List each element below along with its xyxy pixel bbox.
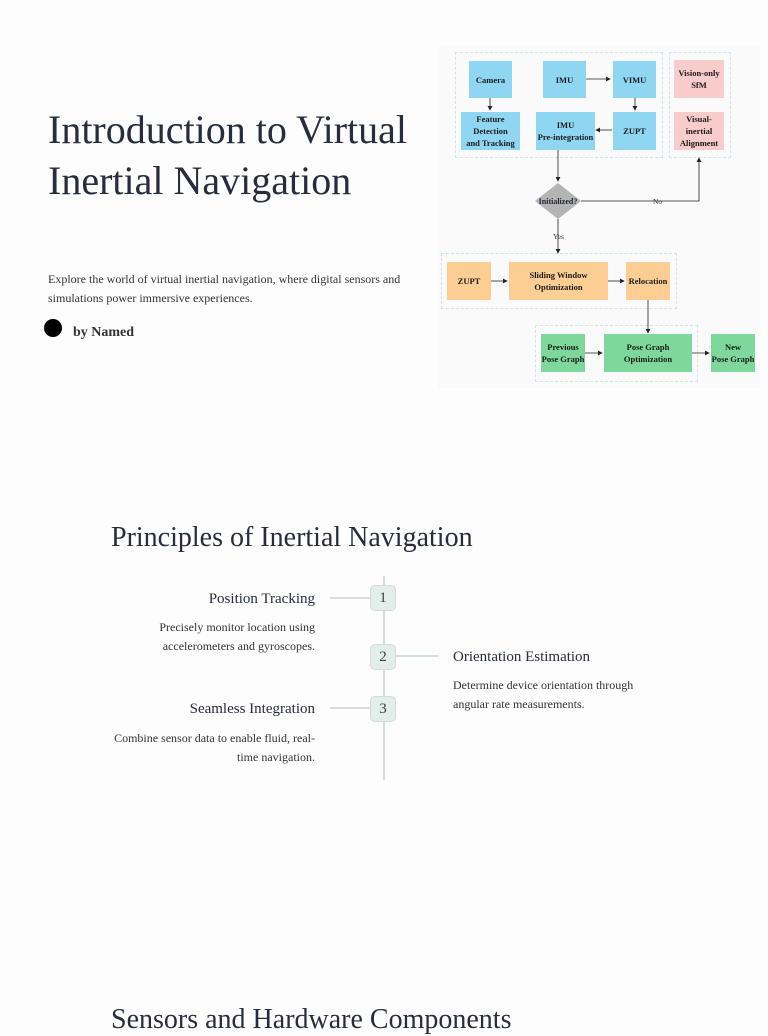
zupt-mid-node: ZUPT <box>447 262 491 300</box>
sensors-section-title: Sensors and Hardware Components <box>111 1004 512 1035</box>
timeline-item-heading: Position Tracking <box>208 591 315 607</box>
avatar <box>44 319 62 337</box>
previous-pose-graph-node: Previous Pose Graph <box>541 334 585 372</box>
frontend-group <box>455 52 663 158</box>
timeline-item-heading: Seamless Integration <box>189 701 315 717</box>
timeline-connector <box>330 707 370 709</box>
author-byline: by Named <box>44 316 134 340</box>
vins-flowchart-diagram: Camera IMU VIMU Vision-only SfM Feature … <box>438 46 760 388</box>
timeline-item-text: Combine sensor data to enable fluid, rea… <box>114 731 315 764</box>
feature-detection-node: Feature Detection and Tracking <box>461 112 520 150</box>
author-name: by Named <box>73 325 135 340</box>
vision-sfm-node: Vision-only SfM <box>674 60 724 98</box>
imu-node: IMU <box>543 61 586 98</box>
pose-graph-optimization-node: Pose Graph Optimization <box>604 334 692 372</box>
sliding-window-node: Sliding Window Optimization <box>509 262 608 300</box>
decision-label: Initialized? <box>538 196 578 206</box>
visual-inertial-alignment-node: Visual-inertial Alignment <box>674 112 724 150</box>
principles-section-title: Principles of Inertial Navigation <box>111 522 473 553</box>
initialized-decision-node: Initialized? <box>535 183 581 219</box>
timeline-item-heading: Orientation Estimation <box>453 649 591 665</box>
flowchart-arrows <box>487 76 710 356</box>
timeline-step-badge: 1 <box>370 585 396 611</box>
timeline-step-badge: 2 <box>370 644 396 670</box>
relocation-node: Relocation <box>626 262 670 300</box>
camera-node: Camera <box>469 61 512 98</box>
timeline-item-text: Determine device orientation through ang… <box>453 678 634 711</box>
new-pose-graph-node: New Pose Graph <box>711 334 755 372</box>
loop-closure-group <box>535 325 698 382</box>
timeline-item-text: Precisely monitor location using acceler… <box>159 620 315 653</box>
no-label: No <box>653 197 663 206</box>
timeline-connector <box>396 655 438 657</box>
vimu-node: VIMU <box>613 61 656 98</box>
timeline-line <box>383 576 385 780</box>
yes-label: Yes <box>553 232 564 241</box>
timeline-step-badge: 3 <box>370 696 396 722</box>
page-title: Introduction to Virtual Inertial Navigat… <box>48 107 408 203</box>
imu-preintegration-node: IMU Pre-integration <box>536 112 595 150</box>
timeline-connector <box>330 597 370 599</box>
zupt-top-node: ZUPT <box>613 112 656 150</box>
hero-description: Explore the world of virtual inertial na… <box>48 272 401 305</box>
